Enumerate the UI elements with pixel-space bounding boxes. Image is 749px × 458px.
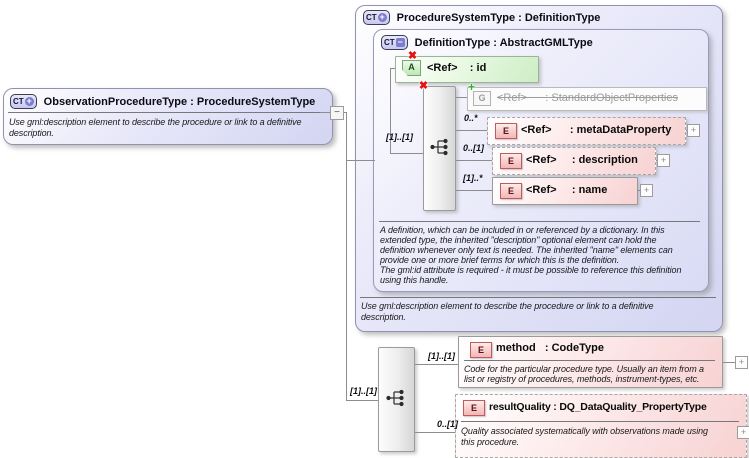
attribute-icon: A <box>402 60 421 76</box>
annotation-line: Quality associated systematically with o… <box>461 426 708 436</box>
separator <box>379 221 700 222</box>
annotation-line: description. <box>9 128 54 138</box>
element-name-label: <Ref> : name <box>526 184 608 196</box>
sequence-box-inner[interactable] <box>423 86 456 211</box>
annotation-line: using this handle. <box>380 275 449 285</box>
expand-handle[interactable]: + <box>737 426 749 439</box>
annotation-line: Code for the particular procedure type. … <box>464 364 704 374</box>
annotation-line: this procedure. <box>461 437 520 447</box>
inner-tree-line <box>390 68 391 154</box>
connector-line-to-basetype <box>347 160 375 161</box>
element-icon: E <box>463 400 485 416</box>
element-icon: E <box>500 153 522 169</box>
complex-type-icon: CT + <box>10 94 37 109</box>
connector-line-to-sequence <box>347 400 378 401</box>
connector-line <box>343 112 347 113</box>
connector-line-to-attribute <box>390 68 396 69</box>
definitiontype-title: DefinitionType : AbstractGMLType <box>414 36 593 49</box>
connector-trunk-line <box>346 112 347 401</box>
connector-line-to-inner-sequence <box>390 153 423 154</box>
element-resultquality-label: resultQuality : DQ_DataQuality_PropertyT… <box>489 401 707 413</box>
element-box-metadataproperty[interactable] <box>487 117 686 145</box>
cardinality-label: 0..[1] <box>437 419 459 429</box>
expand-handle[interactable]: + <box>735 356 748 369</box>
annotation-line: definition whenever only text is needed.… <box>380 245 673 255</box>
attribute-id-label: <Ref> : id <box>427 62 487 74</box>
complex-type-icon: CT + <box>363 10 390 25</box>
sequence-icon <box>430 138 448 156</box>
definitiontype-header: CT − DefinitionType : AbstractGMLType <box>381 35 593 50</box>
separator <box>8 112 320 113</box>
annotation-line: list or registry of procedures, methods,… <box>464 374 700 384</box>
annotation-line: A definition, which can be included in o… <box>380 225 665 235</box>
cardinality-label: [1]..[1] <box>386 132 413 142</box>
connector-line-to-description <box>453 160 492 161</box>
connector-line-to-group <box>453 97 467 98</box>
group-standardobjectproperties-label: <Ref> : StandardObjectProperties <box>497 92 678 104</box>
prohibited-icon: ✖ <box>418 80 429 92</box>
element-icon: E <box>500 183 522 199</box>
connector-line <box>320 112 330 113</box>
group-icon: G <box>473 91 491 106</box>
connector-line-to-metadataproperty <box>453 130 487 131</box>
element-box-resultquality[interactable] <box>455 394 747 458</box>
collapse-handle[interactable]: − <box>330 106 344 120</box>
annotation-line: provide one or more brief terms for whic… <box>380 255 620 265</box>
connector-line <box>721 362 736 363</box>
connector-line <box>635 190 641 191</box>
prohibited-icon: ✖ <box>407 50 418 62</box>
cardinality-label: 0..[1] <box>463 143 485 153</box>
proceduresystemtype-header: CT + ProcedureSystemType : DefinitionTyp… <box>363 10 600 25</box>
cardinality-label: [1]..[1] <box>350 386 377 396</box>
extension-plus-icon: + <box>467 80 475 94</box>
element-icon: E <box>495 123 517 139</box>
complex-type-box-observationproceduretype[interactable] <box>3 88 333 145</box>
sequence-box-extension[interactable] <box>378 347 415 452</box>
expand-handle[interactable]: + <box>687 124 700 137</box>
element-icon: E <box>470 342 492 358</box>
annotation-line: The gml:id attribute is required - it mu… <box>380 265 682 275</box>
expand-handle[interactable]: + <box>657 154 670 167</box>
connector-line-to-method <box>413 364 458 365</box>
annotation-line: Use gml:description element to describe … <box>361 301 654 311</box>
group-box-standardobjectproperties[interactable] <box>467 87 707 111</box>
annotation-line: extended type, the inherited "descriptio… <box>380 235 657 245</box>
expand-handle[interactable]: + <box>640 184 653 197</box>
element-metadataproperty-label: <Ref> : metaDataProperty <box>521 124 672 136</box>
cardinality-label: [1]..* <box>463 173 483 183</box>
separator <box>360 297 716 298</box>
element-method-label: method : CodeType <box>496 342 604 354</box>
element-box-method[interactable] <box>458 336 723 388</box>
cardinality-label: [1]..[1] <box>428 351 455 361</box>
observationproceduretype-header: CT + ObservationProcedureType : Procedur… <box>10 94 315 109</box>
connector-line-to-name <box>453 190 492 191</box>
cardinality-label: 0..* <box>464 113 478 123</box>
separator <box>464 360 715 361</box>
observationproceduretype-title: ObservationProcedureType : ProcedureSyst… <box>43 95 316 108</box>
annotation-line: Use gml:description element to describe … <box>9 117 302 127</box>
proceduresystemtype-title: ProcedureSystemType : DefinitionType <box>396 11 601 24</box>
connector-line-to-resultquality <box>413 432 456 433</box>
separator <box>461 421 739 422</box>
complex-type-icon: CT − <box>381 35 408 50</box>
sequence-icon <box>386 389 404 407</box>
element-description-label: <Ref> : description <box>526 154 638 166</box>
annotation-line: description. <box>361 312 406 322</box>
